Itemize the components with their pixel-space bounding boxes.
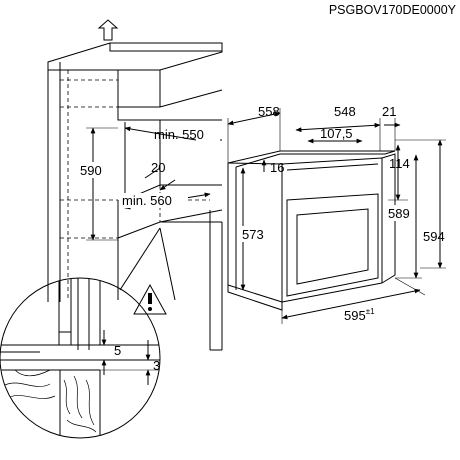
cabinet-height-dim: 590	[78, 127, 118, 241]
total-height-label: 594	[423, 229, 445, 244]
cavity-height-label: 589	[388, 206, 410, 221]
detail-circle: 5 3	[0, 277, 161, 439]
cabinet-width-label: min. 560	[122, 193, 172, 208]
detail-gap-label: 5	[114, 343, 121, 358]
front-depth-dim: 548	[295, 104, 381, 151]
cabinet-outline	[47, 42, 223, 351]
front-depth-label: 548	[334, 104, 356, 119]
cabinet-height-label: 590	[80, 163, 102, 178]
front-panel-label: 21	[382, 104, 396, 119]
cavity-height-dim: 589	[385, 154, 422, 279]
body-height-label: 573	[242, 227, 264, 242]
warning-icon	[133, 283, 167, 315]
door-depth-label: 107,5	[320, 126, 353, 141]
control-height-label: 114	[389, 156, 410, 171]
oven-depth-dim: 558	[227, 104, 281, 163]
control-height-dim: 114	[388, 144, 410, 201]
width-label: 595±1	[344, 307, 375, 323]
top-offset-dim: 16	[261, 159, 284, 175]
detail-leader	[119, 227, 176, 301]
up-arrow-icon	[97, 19, 119, 41]
top-offset-label: 16	[270, 160, 284, 175]
body-height-dim: 573	[240, 167, 272, 291]
product-code: PSGBOV170DE0000Y	[329, 3, 457, 17]
detail-offset-label: 3	[153, 358, 160, 373]
width-dim: 595±1	[281, 277, 426, 324]
cabinet-depth-label: min. 550	[154, 127, 204, 142]
width-tolerance: ±1	[366, 307, 375, 316]
oven-depth-label: 558	[258, 104, 280, 119]
cabinet-gap-label: 20	[151, 160, 165, 175]
width-base: 595	[344, 308, 366, 323]
door-depth-dim: 107,5	[307, 126, 363, 144]
front-panel-dim: 21	[382, 104, 401, 151]
cabinet-depth-dim: min. 550	[124, 126, 222, 142]
total-height-dim: 594	[395, 139, 446, 269]
cabinet-width-dim: min. 560	[120, 192, 211, 210]
cabinet-gap-dim: 20	[144, 160, 176, 191]
